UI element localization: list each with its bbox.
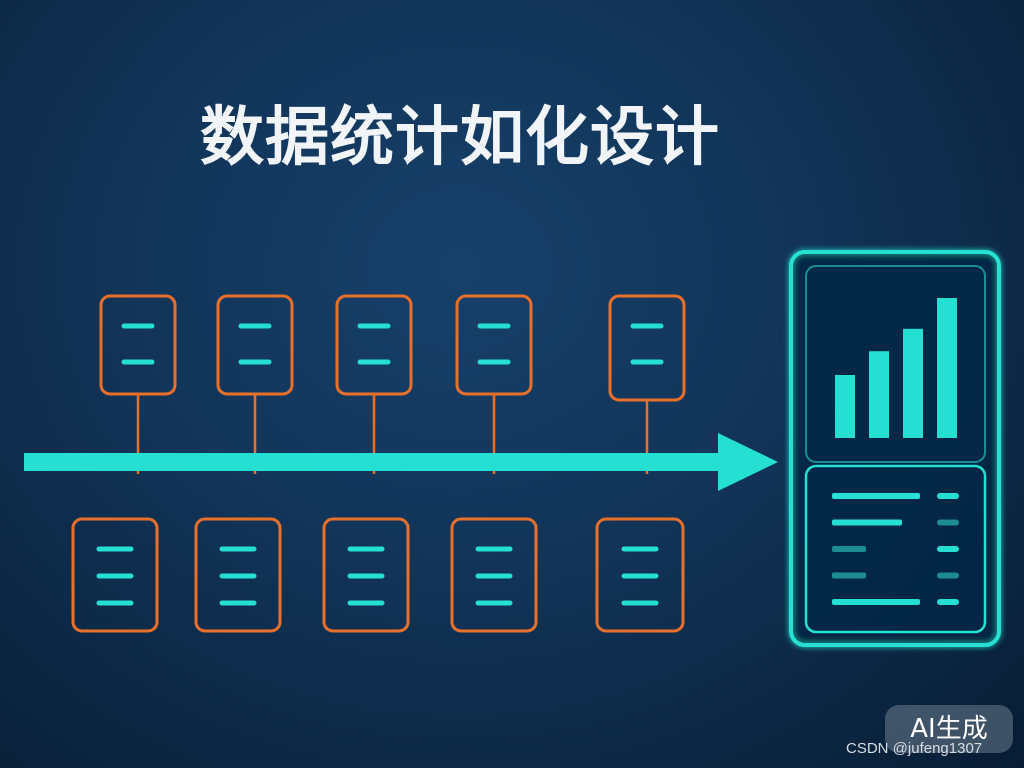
document-icon bbox=[608, 294, 686, 402]
chart-bar bbox=[869, 351, 889, 438]
top-document-4 bbox=[455, 294, 533, 474]
list-row-bar bbox=[832, 572, 866, 579]
arrow-right-icon bbox=[718, 433, 778, 491]
list-row-bar bbox=[832, 493, 920, 499]
bottom-document-3 bbox=[322, 517, 410, 633]
document-icon bbox=[455, 294, 533, 396]
dashboard-panel bbox=[789, 250, 1001, 647]
document-icon bbox=[595, 517, 685, 633]
dashboard-frame bbox=[789, 250, 1001, 647]
list-row-value bbox=[937, 599, 959, 605]
list-row-bar bbox=[832, 546, 866, 552]
list-row-value bbox=[937, 572, 959, 579]
document-icon bbox=[99, 294, 177, 396]
document-icon bbox=[335, 294, 413, 396]
list-row-bar bbox=[832, 599, 920, 605]
document-icon bbox=[450, 517, 538, 633]
bottom-document-1 bbox=[71, 517, 159, 633]
top-document-5 bbox=[608, 294, 686, 474]
list-row-value bbox=[937, 519, 959, 526]
chart-section bbox=[805, 265, 986, 463]
chart-bar bbox=[835, 375, 855, 438]
flow-arrow bbox=[24, 433, 778, 491]
list-section bbox=[804, 464, 987, 634]
ai-generated-badge: AI生成 bbox=[885, 705, 1013, 753]
list-row-value bbox=[937, 493, 959, 499]
chart-bar bbox=[937, 298, 957, 438]
document-icon bbox=[194, 517, 282, 633]
bottom-document-2 bbox=[194, 517, 282, 633]
document-icon bbox=[322, 517, 410, 633]
list-row-value bbox=[937, 546, 959, 552]
watermark-credit: CSDN @jufeng1307 bbox=[846, 740, 983, 757]
top-document-row bbox=[99, 294, 686, 474]
list-row-bar bbox=[832, 519, 902, 526]
top-document-1 bbox=[99, 294, 177, 474]
document-icon bbox=[71, 517, 159, 633]
page-title: 数据统计如化设计 bbox=[200, 101, 720, 175]
arrow-shaft bbox=[24, 453, 724, 471]
bottom-document-4 bbox=[450, 517, 538, 633]
bottom-document-row bbox=[71, 517, 685, 633]
top-document-2 bbox=[216, 294, 294, 474]
document-icon bbox=[216, 294, 294, 396]
ai-generated-label: AI生成 bbox=[910, 714, 988, 744]
chart-bar bbox=[903, 328, 923, 438]
bottom-document-5 bbox=[595, 517, 685, 633]
top-document-3 bbox=[335, 294, 413, 474]
